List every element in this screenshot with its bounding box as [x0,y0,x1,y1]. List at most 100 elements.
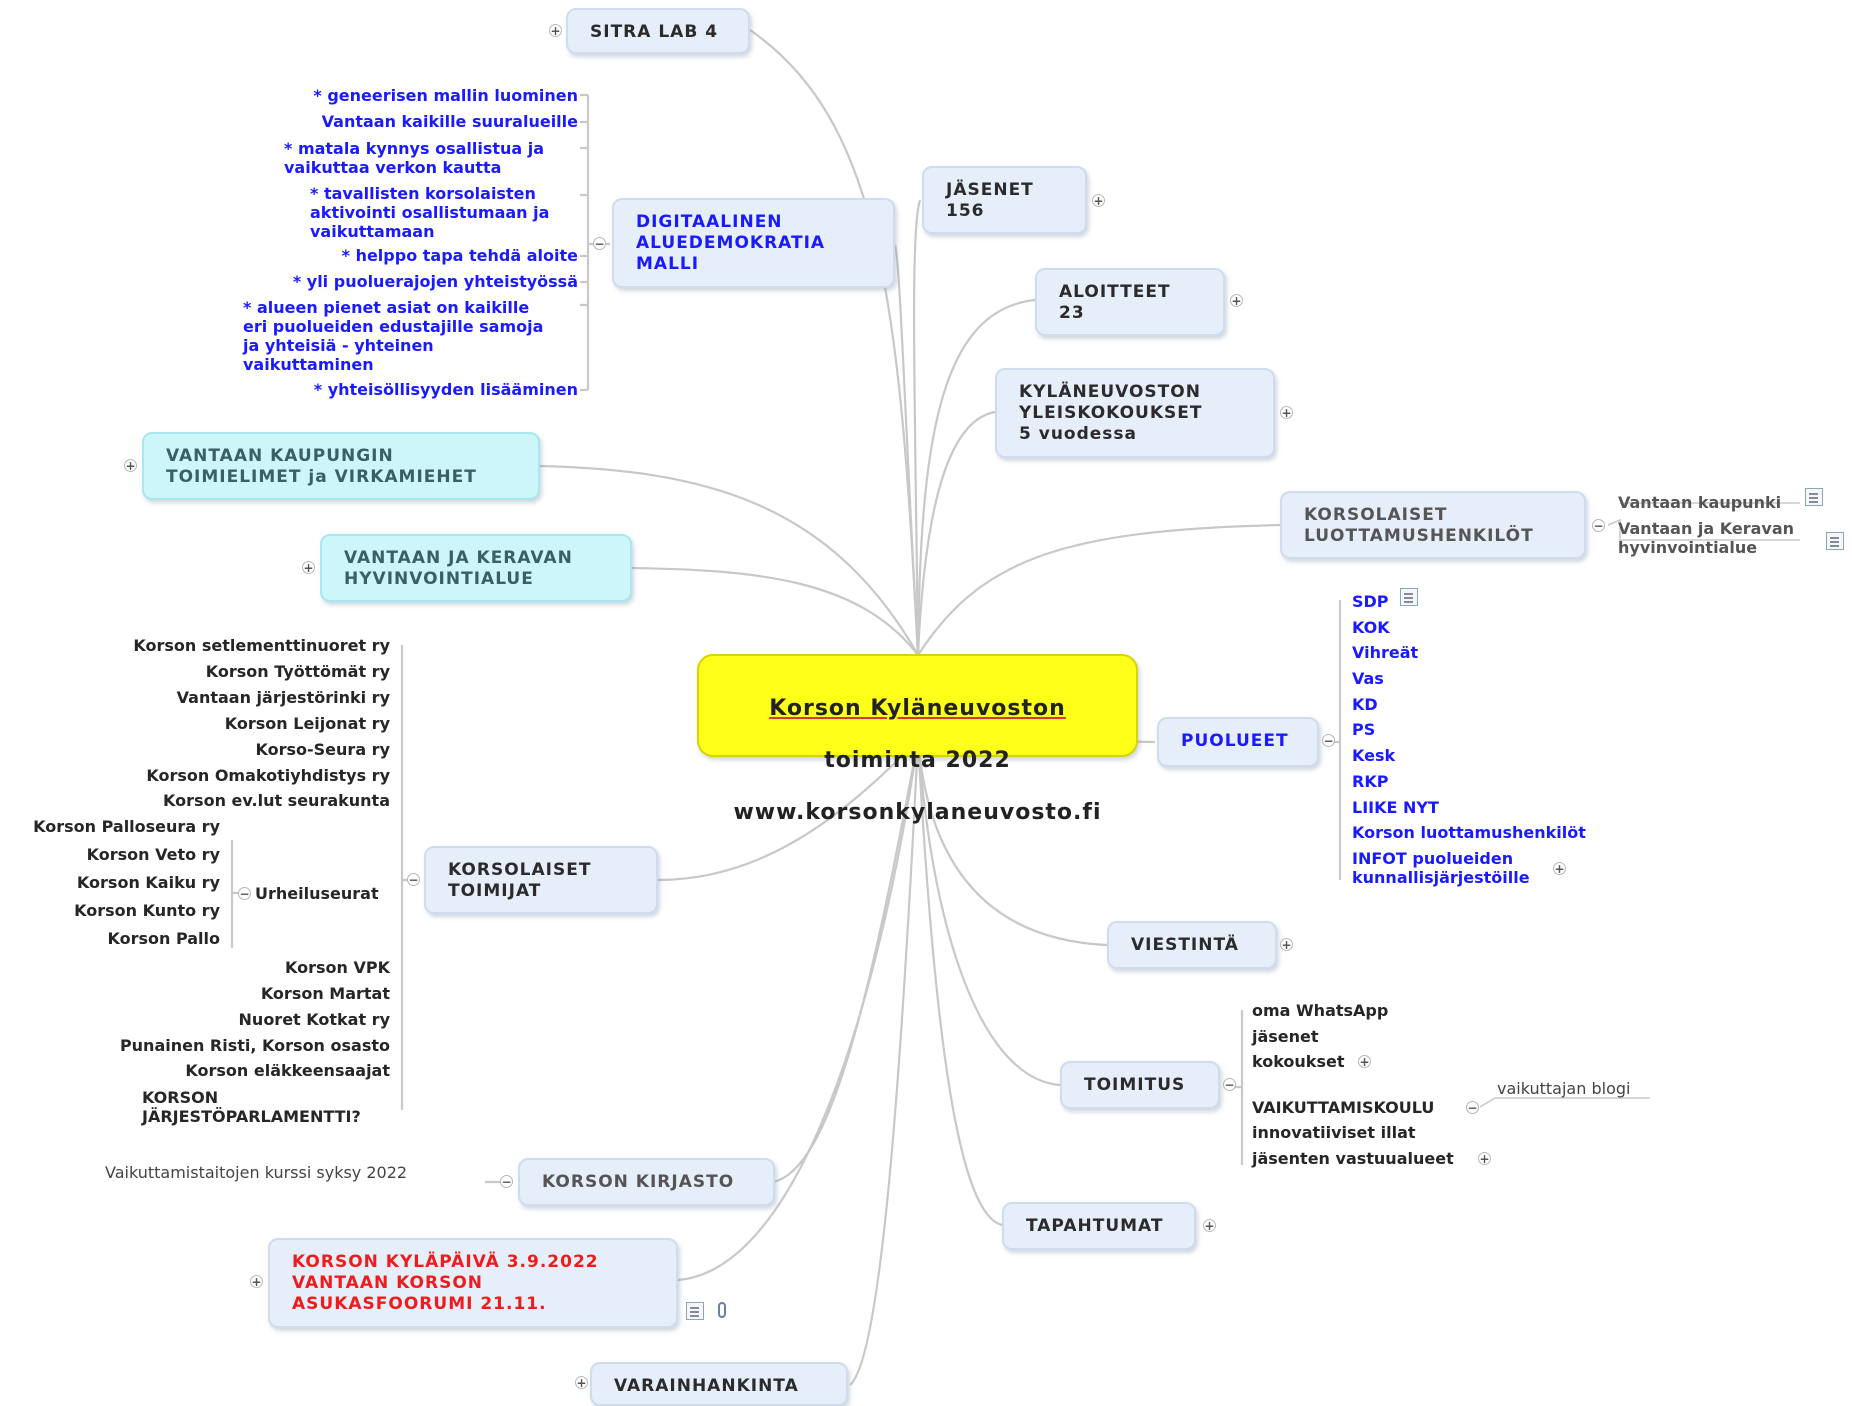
node-kaupunki[interactable]: VANTAAN KAUPUNGIN TOIMIELIMET ja VIRKAMI… [142,432,540,500]
node-puolueet[interactable]: PUOLUEET [1157,717,1319,767]
collapse-toimijat-toggle[interactable]: − [407,873,420,887]
node-varainhankinta[interactable]: VARAINHANKINTA [590,1362,848,1406]
toimitus-jasenet[interactable]: jäsenet [1252,1027,1319,1046]
expand-vastuualueet-toggle[interactable]: + [1478,1152,1491,1166]
digitaalinen-item-1: * geneerisen mallin luominen [313,86,578,105]
toimija-jarjestoparlamentti[interactable]: KORSON JÄRJESTÖPARLAMENTTI? [142,1088,361,1126]
toimija-jarjestorinki[interactable]: Vantaan järjestörinki ry [176,688,390,707]
node-yleiskokoukset[interactable]: KYLÄNEUVOSTON YLEISKOKOUKSET 5 vuodessa [995,368,1275,458]
toimija-korso-seura[interactable]: Korso-Seura ry [255,740,391,759]
party-vas[interactable]: Vas [1352,669,1384,688]
digitaalinen-item-4: * tavallisten korsolaisten aktivointi os… [310,184,550,241]
node-tapahtumat[interactable]: TAPAHTUMAT [1002,1202,1196,1250]
party-rkp[interactable]: RKP [1352,772,1389,791]
node-jasenet[interactable]: JÄSENET 156 [922,166,1087,234]
urheiluseura-veto[interactable]: Korson Veto ry [86,845,220,864]
link-kaupunki [539,464,919,656]
toimija-tyottomat[interactable]: Korson Työttömät ry [205,662,390,681]
party-korson-luottamushenkilot[interactable]: Korson luottamushenkilöt [1352,823,1586,842]
party-kok[interactable]: KOK [1352,618,1390,637]
toimitus-innovatiiviset[interactable]: innovatiiviset illat [1252,1123,1416,1142]
collapse-toimitus-toggle[interactable]: − [1223,1078,1236,1092]
note-icon[interactable] [1826,532,1844,550]
toimitus-whatsapp[interactable]: oma WhatsApp [1252,1001,1389,1020]
toimija-seurakunta[interactable]: Korson ev.lut seurakunta [163,791,390,810]
node-luottamushenkilot[interactable]: KORSOLAISET LUOTTAMUSHENKILÖT [1280,491,1586,559]
toimija-leijonat[interactable]: Korson Leijonat ry [224,714,390,733]
link-kirjasto [772,739,920,1184]
link-jasenet [912,199,922,656]
expand-varainhankinta-toggle[interactable]: + [575,1376,588,1390]
node-sitra-lab[interactable]: SITRA LAB 4 [566,8,750,54]
collapse-luottamus-toggle[interactable]: − [1592,519,1605,533]
link-luottamus [917,523,1281,656]
party-kd[interactable]: KD [1352,695,1378,714]
toimija-urheiluseurat[interactable]: Urheiluseurat [255,884,379,903]
expand-hyvinvointialue-toggle[interactable]: + [302,561,315,575]
party-vihreat[interactable]: Vihreät [1352,643,1419,662]
urheiluseura-pallo[interactable]: Korson Pallo [107,929,220,948]
expand-kaupunki-toggle[interactable]: + [124,459,137,473]
vaikuttajan-blogi[interactable]: vaikuttajan blogi [1497,1079,1631,1098]
collapse-vaikuttamiskoulu-toggle[interactable]: − [1466,1101,1479,1115]
toimija-nuoret-kotkat[interactable]: Nuoret Kotkat ry [238,1010,390,1029]
expand-kylapaiva-toggle[interactable]: + [250,1275,263,1289]
node-viestinta[interactable]: VIESTINTÄ [1107,921,1277,969]
expand-viestinta-toggle[interactable]: + [1280,938,1293,952]
link-varainhankinta [849,739,920,1386]
expand-sitra-toggle[interactable]: + [549,24,562,38]
urheiluseura-kaiku[interactable]: Korson Kaiku ry [76,873,220,892]
party-ps[interactable]: PS [1352,720,1376,739]
link-tapahtumat [916,739,1003,1227]
central-topic-line2: toiminta 2022 [824,748,1011,773]
link-toimijat [657,739,919,882]
expand-aloitteet-toggle[interactable]: + [1230,294,1243,308]
party-sdp[interactable]: SDP [1352,592,1389,611]
digitaalinen-item-5: * helppo tapa tehdä aloite [341,246,578,265]
urheiluseura-kunto[interactable]: Korson Kunto ry [74,901,220,920]
collapse-kirjasto-toggle[interactable]: − [500,1175,513,1189]
link-sitra [749,29,920,656]
node-hyvinvointialue[interactable]: VANTAAN JA KERAVAN HYVINVOINTIALUE [320,534,632,602]
toimitus-vaikuttamiskoulu[interactable]: VAIKUTTAMISKOULU [1252,1098,1435,1117]
toimija-martat[interactable]: Korson Martat [260,984,390,1003]
node-kylapaiva[interactable]: KORSON KYLÄPÄIVÄ 3.9.2022 VANTAAN KORSON… [268,1238,678,1328]
note-icon[interactable] [686,1302,704,1320]
attachment-icon[interactable] [718,1302,726,1318]
collapse-digitaalinen-toggle[interactable]: − [593,237,606,251]
node-aloitteet[interactable]: ALOITTEET 23 [1035,268,1225,336]
expand-infot-toggle[interactable]: + [1553,862,1566,876]
node-toimijat[interactable]: KORSOLAISET TOIMIJAT [424,846,658,914]
bracket-luottamus [1607,502,1800,550]
collapse-urheiluseurat-toggle[interactable]: − [238,887,251,901]
toimija-vpk[interactable]: Korson VPK [285,958,390,977]
note-icon[interactable] [1805,488,1823,506]
toimija-elakkeensaajat[interactable]: Korson eläkkeensaajat [185,1061,390,1080]
digitaalinen-item-8: * yhteisöllisyyden lisääminen [313,380,578,399]
node-digitaalinen[interactable]: DIGITAALINEN ALUEDEMOKRATIA MALLI [612,198,895,288]
expand-yleiskokoukset-toggle[interactable]: + [1280,406,1293,420]
expand-tapahtumat-toggle[interactable]: + [1203,1219,1216,1233]
digitaalinen-item-2: Vantaan kaikille suuralueille [321,112,578,131]
central-topic[interactable]: Korson Kyläneuvoston toiminta 2022 www.k… [697,654,1138,825]
kirjasto-kurssi[interactable]: Vaikuttamistaitojen kurssi syksy 2022 [105,1163,408,1182]
toimija-omakotiyhdistys[interactable]: Korson Omakotiyhdistys ry [146,766,390,785]
party-liike-nyt[interactable]: LIIKE NYT [1352,798,1439,817]
node-kirjasto[interactable]: KORSON KIRJASTO [518,1158,775,1206]
luottamus-item-1: Vantaan kaupunki [1618,493,1782,512]
party-infot[interactable]: INFOT puolueiden kunnallisjärjestöille [1352,849,1530,887]
toimitus-vastuualueet[interactable]: jäsenten vastuualueet [1252,1149,1454,1168]
node-toimitus[interactable]: TOIMITUS [1060,1061,1220,1109]
expand-kokoukset-toggle[interactable]: + [1358,1055,1371,1069]
digitaalinen-item-6: * yli puoluerajojen yhteistyössä [292,272,578,291]
party-kesk[interactable]: Kesk [1352,746,1396,765]
urheiluseura-palloseura[interactable]: Korson Palloseura ry [33,817,220,836]
expand-jasenet-toggle[interactable]: + [1092,194,1105,208]
collapse-puolueet-toggle[interactable]: − [1322,734,1335,748]
toimija-setlementtinuoret[interactable]: Korson setlementtinuoret ry [133,636,390,655]
toimitus-kokoukset[interactable]: kokoukset [1252,1052,1345,1071]
toimija-punainen-risti[interactable]: Punainen Risti, Korson osasto [119,1036,390,1055]
note-icon[interactable] [1400,588,1418,606]
link-yleiskokoukset [916,410,996,656]
